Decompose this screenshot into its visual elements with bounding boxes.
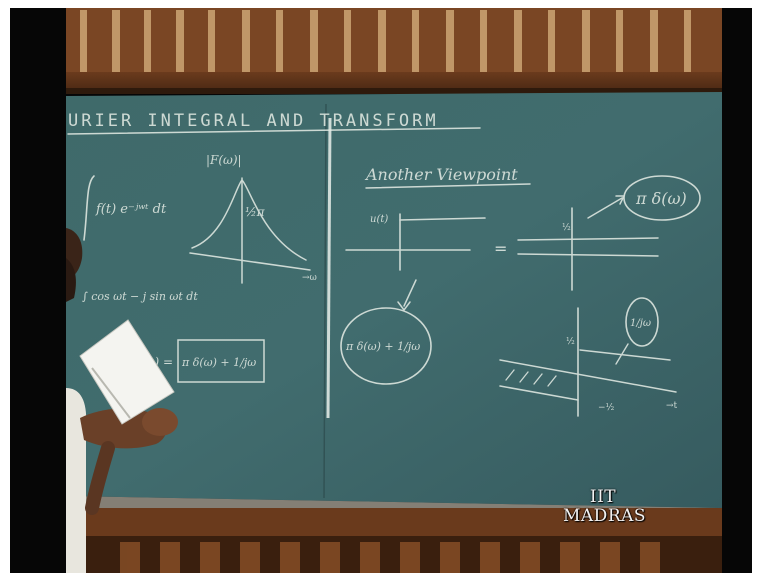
lecture-scene: URIER INTEGRAL AND TRANSFORM f(t) e⁻ʲʷᵗ … <box>10 8 752 573</box>
chalk-tray <box>66 496 722 573</box>
board-heading-right: Another Viewpoint <box>364 165 518 184</box>
svg-text:½: ½ <box>566 336 575 347</box>
board-F-label: |F(ω)| <box>206 153 242 167</box>
svg-text:→t: →t <box>666 401 678 411</box>
board-pi-delta: π δ(ω) <box>635 189 687 208</box>
blackboard <box>66 92 722 508</box>
svg-text:u(t): u(t) <box>370 214 388 225</box>
board-pi-delta-frac: π δ(ω) + 1/jω <box>345 340 420 353</box>
chalk-writing: URIER INTEGRAL AND TRANSFORM f(t) e⁻ʲʷᵗ … <box>67 111 701 417</box>
board-boxed-expr: π δ(ω) + 1/jω <box>181 356 256 369</box>
svg-text:f(t) e⁻ʲʷᵗ dt: f(t) e⁻ʲʷᵗ dt <box>95 202 167 217</box>
watermark-line2: MADRAS <box>563 506 647 526</box>
board-title: URIER INTEGRAL AND TRANSFORM <box>68 111 439 131</box>
lecturer <box>66 228 178 573</box>
svg-text:→ω: →ω <box>302 273 317 283</box>
svg-text:∫ cos ωt − j sin ωt dt: ∫ cos ωt − j sin ωt dt <box>82 290 198 303</box>
iit-madras-watermark: IIT MADRAS <box>563 487 647 536</box>
video-frame: URIER INTEGRAL AND TRANSFORM f(t) e⁻ʲʷᵗ … <box>10 8 752 573</box>
svg-text:−½: −½ <box>598 402 615 413</box>
board-one-over-jw: 1/jω <box>630 318 651 329</box>
svg-text:=: = <box>494 239 507 258</box>
svg-text:½π: ½π <box>245 205 266 219</box>
svg-text:½: ½ <box>562 222 571 233</box>
wood-panel-top <box>66 8 722 94</box>
watermark-line1: IIT <box>589 487 617 507</box>
